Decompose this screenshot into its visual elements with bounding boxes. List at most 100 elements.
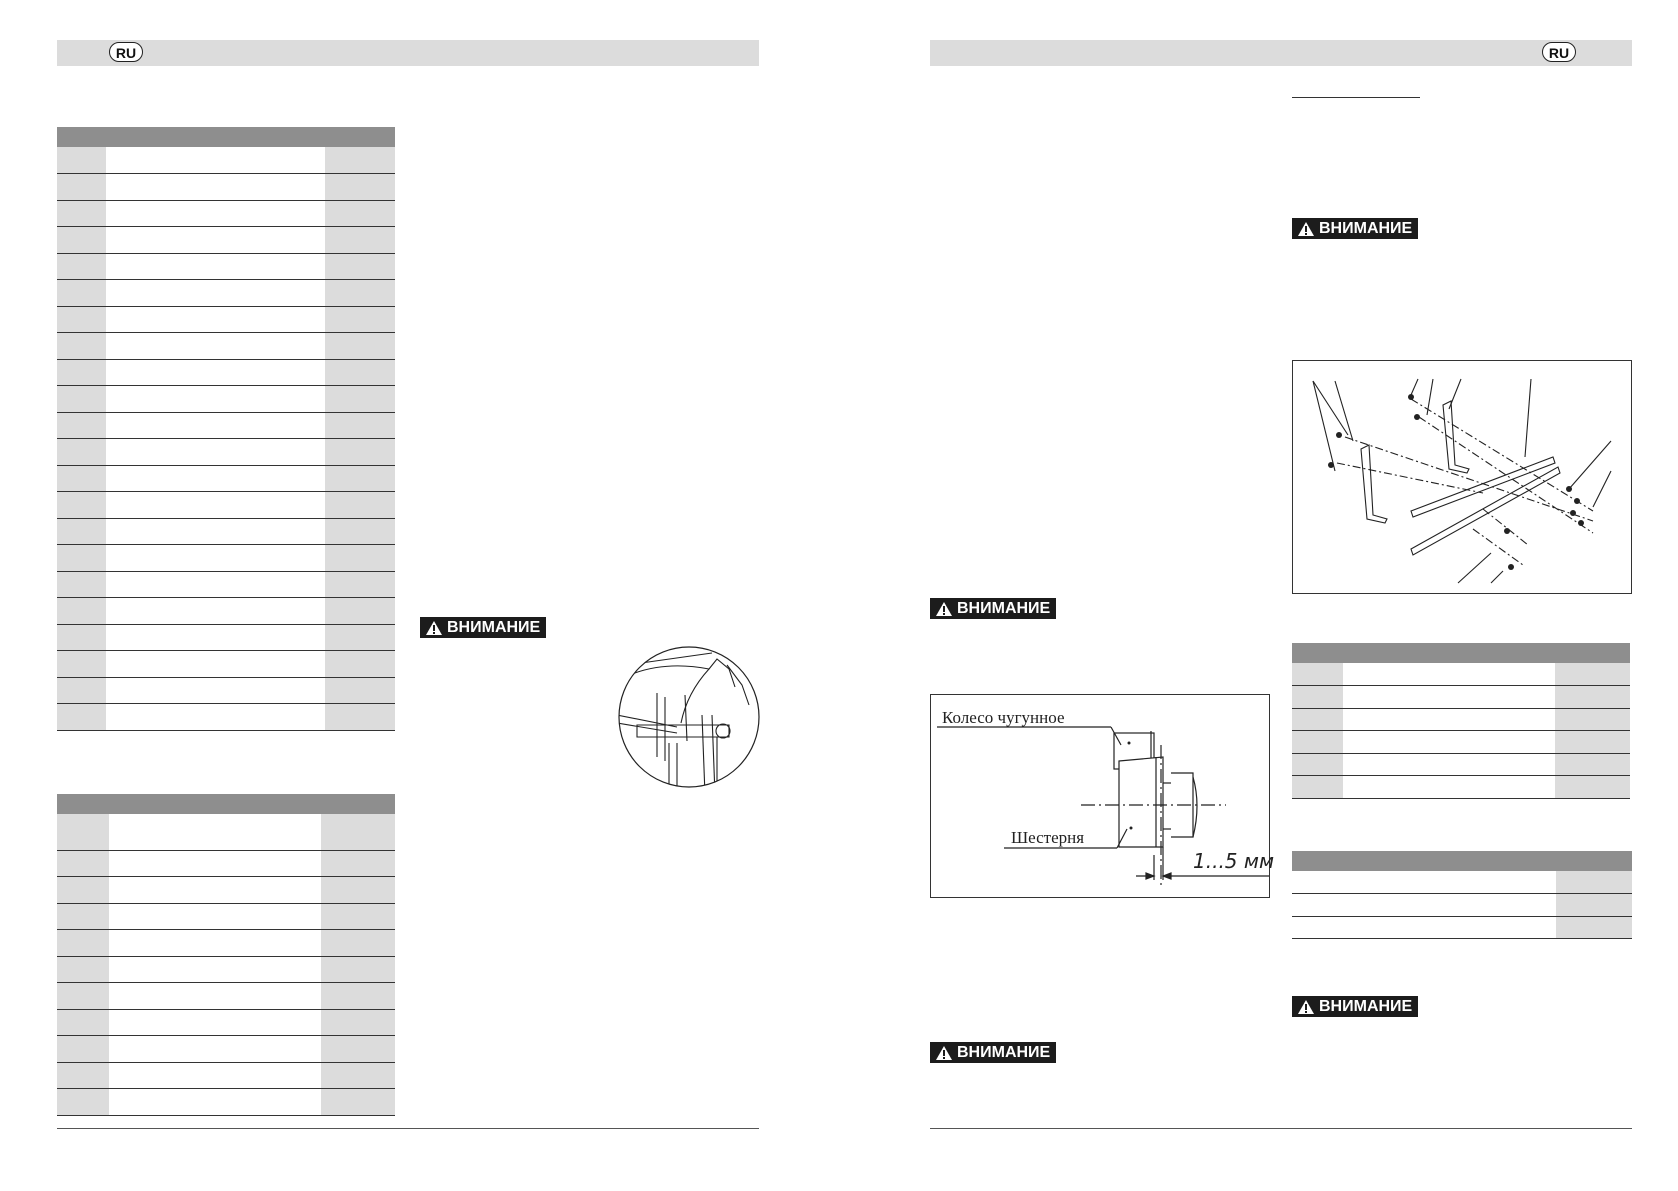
table-cell — [325, 650, 395, 678]
table-cell — [106, 544, 325, 572]
table-cell — [106, 253, 325, 280]
table-cell — [325, 385, 395, 413]
table-cell — [57, 359, 106, 386]
gear-clearance-diagram: Колесо чугунное Шестерня 1...5 мм — [930, 694, 1274, 898]
table-row — [57, 465, 395, 492]
table-cell — [106, 412, 325, 439]
table-cell — [57, 1009, 109, 1036]
table-header-cell — [106, 127, 325, 147]
table-cell — [321, 1009, 395, 1036]
wheel-label: Колесо чугунное — [942, 708, 1065, 727]
parts-table-small — [1292, 851, 1632, 939]
table-cell — [57, 982, 109, 1010]
bracket-drawing-graphic — [1312, 378, 1612, 584]
table-cell — [321, 814, 395, 851]
table-cell — [1556, 871, 1632, 894]
table-row — [57, 876, 395, 904]
table-row — [57, 279, 395, 307]
table-cell — [325, 677, 395, 704]
table-cell — [325, 491, 395, 519]
table-cell — [321, 982, 395, 1010]
table-row — [57, 147, 395, 174]
left-footer-rule — [57, 1128, 759, 1129]
table-row — [57, 1062, 395, 1089]
table-row — [1292, 685, 1630, 709]
table-cell — [106, 306, 325, 333]
warning-text: ВНИМАНИЕ — [957, 600, 1051, 617]
table-cell — [109, 929, 321, 957]
table-cell — [325, 438, 395, 466]
table-cell — [57, 279, 106, 307]
table-cell — [57, 385, 106, 413]
warning-label-right-2: ВНИМАНИЕ — [930, 598, 1057, 619]
table-cell — [1556, 893, 1632, 917]
table-row — [57, 929, 395, 957]
table-cell — [57, 571, 106, 598]
table-cell — [321, 1062, 395, 1089]
table-cell — [57, 306, 106, 333]
table-row — [1292, 753, 1630, 776]
table-row — [1292, 871, 1632, 894]
table-header-cell — [321, 794, 395, 814]
table-header-cell — [57, 127, 106, 147]
table-row — [57, 438, 395, 466]
table-row — [57, 226, 395, 254]
table-header-cell — [1292, 643, 1343, 663]
table-row — [57, 332, 395, 360]
table-cell — [1343, 685, 1555, 709]
table-header-cell — [325, 127, 395, 147]
right-lang-badge: RU — [1542, 42, 1576, 62]
table-cell — [1343, 663, 1555, 686]
table-cell — [325, 571, 395, 598]
table-cell — [325, 465, 395, 492]
table-cell — [321, 956, 395, 983]
table-cell — [106, 438, 325, 466]
table-row — [57, 412, 395, 439]
parts-table-bottom — [57, 794, 395, 1116]
table-cell — [57, 491, 106, 519]
table-cell — [57, 332, 106, 360]
section-underline — [1292, 97, 1420, 98]
table-row — [57, 597, 395, 625]
table-row — [57, 850, 395, 877]
table-row — [57, 173, 395, 201]
table-cell — [106, 147, 325, 174]
table-header-cell — [1292, 851, 1556, 871]
table-cell — [106, 226, 325, 254]
table-cell — [109, 903, 321, 930]
table-cell — [321, 876, 395, 904]
table-row — [57, 1088, 395, 1116]
table-row — [57, 814, 395, 851]
table-cell — [106, 650, 325, 678]
table-cell — [57, 544, 106, 572]
table-cell — [1292, 916, 1556, 939]
table-row — [57, 253, 395, 280]
table-cell — [57, 1035, 109, 1063]
table-cell — [106, 279, 325, 307]
table-cell — [57, 1088, 109, 1116]
warning-text: ВНИМАНИЕ — [1319, 998, 1413, 1015]
table-row — [1292, 663, 1630, 686]
table-row — [57, 982, 395, 1010]
table-cell — [1292, 730, 1343, 754]
table-header-cell — [57, 794, 109, 814]
warning-text: ВНИМАНИЕ — [1319, 220, 1413, 237]
table-cell — [321, 1088, 395, 1116]
table-cell — [325, 173, 395, 201]
table-cell — [1343, 753, 1555, 776]
table-row — [57, 544, 395, 572]
warning-triangle-icon — [1298, 999, 1314, 1014]
warning-triangle-icon — [936, 601, 952, 616]
table-cell — [325, 200, 395, 227]
table-row — [57, 306, 395, 333]
table-cell — [57, 929, 109, 957]
table-cell — [325, 332, 395, 360]
table-cell — [106, 385, 325, 413]
table-row — [57, 1035, 395, 1063]
table-cell — [57, 412, 106, 439]
table-cell — [106, 677, 325, 704]
warning-text: ВНИМАНИЕ — [957, 1044, 1051, 1061]
table-cell — [106, 597, 325, 625]
table-header-cell — [1343, 643, 1555, 663]
table-cell — [106, 173, 325, 201]
